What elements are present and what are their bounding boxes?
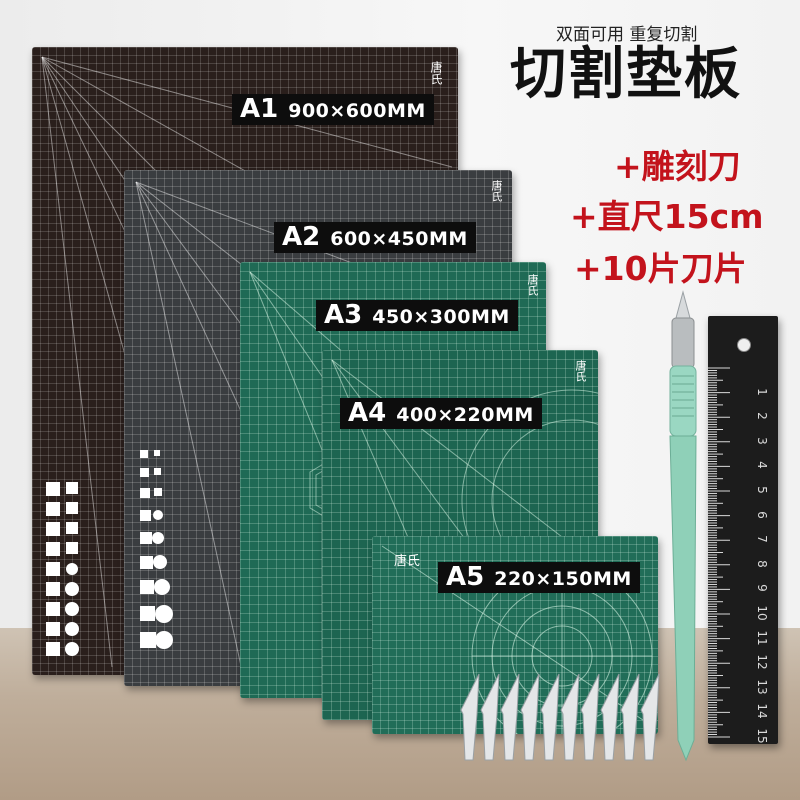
blade [540,673,560,761]
ruler-number: 10 [755,605,769,621]
ruler-number: 9 [755,584,769,593]
extra-carving-knife: +雕刻刀 [614,147,741,186]
spare-blades [460,673,660,761]
ruler-hole [737,338,751,352]
size-dims-a3: 450×300MM [372,306,510,328]
size-code-a1: A1 [240,94,279,124]
ruler-number: 3 [755,436,769,445]
size-dims-a5: 220×150MM [494,568,632,590]
blade [500,673,520,761]
size-code-a3: A3 [324,300,363,330]
ruler-number: 8 [755,559,769,568]
blade [480,673,500,761]
ruler-number: 11 [755,629,769,646]
size-label-a4: A4 400×220MM [340,398,542,429]
size-code-a2: A2 [282,222,321,252]
ruler-number: 2 [755,412,769,420]
blade [560,673,580,761]
size-dims-a4: 400×220MM [396,404,534,426]
size-label-a2: A2 600×450MM [274,222,476,253]
mat-a2-brand: 唐氏 [490,180,503,202]
size-label-a3: A3 450×300MM [316,300,518,331]
mat-a5-brand: 唐氏 [394,554,421,569]
size-dims-a2: 600×450MM [330,228,468,250]
ruler-number: 4 [755,461,769,470]
ruler-number: 15 [755,728,769,744]
size-code-a4: A4 [348,398,387,428]
mat-a3-brand: 唐氏 [526,274,539,296]
ruler-number: 14 [755,703,769,720]
blade [520,673,540,761]
extra-ruler: +直尺15cm [570,197,764,236]
ruler-number: 12 [755,654,769,670]
ruler-number: 13 [755,679,769,695]
ruler-number: 7 [755,535,769,543]
mat-a1-brand: 唐氏 [429,61,443,85]
ruler-number: 6 [755,510,769,519]
blade [620,673,640,761]
size-label-a1: A1 900×600MM [232,94,434,125]
extra-blades: +10片刀片 [574,249,747,288]
blade [580,673,600,761]
size-label-a5: A5 220×150MM [438,562,640,593]
page-title: 切割垫板 [510,42,742,107]
size-code-a5: A5 [446,562,485,592]
mat-a4-brand: 唐氏 [574,360,587,382]
blade [640,673,660,761]
size-dims-a1: 900×600MM [288,100,426,122]
ruler-number: 1 [755,387,769,396]
ruler-number: 5 [755,486,769,494]
blade [460,673,480,761]
ruler-ticks [708,367,730,738]
blade [600,673,620,761]
tagline: 双面可用 重复切割 [556,25,698,45]
